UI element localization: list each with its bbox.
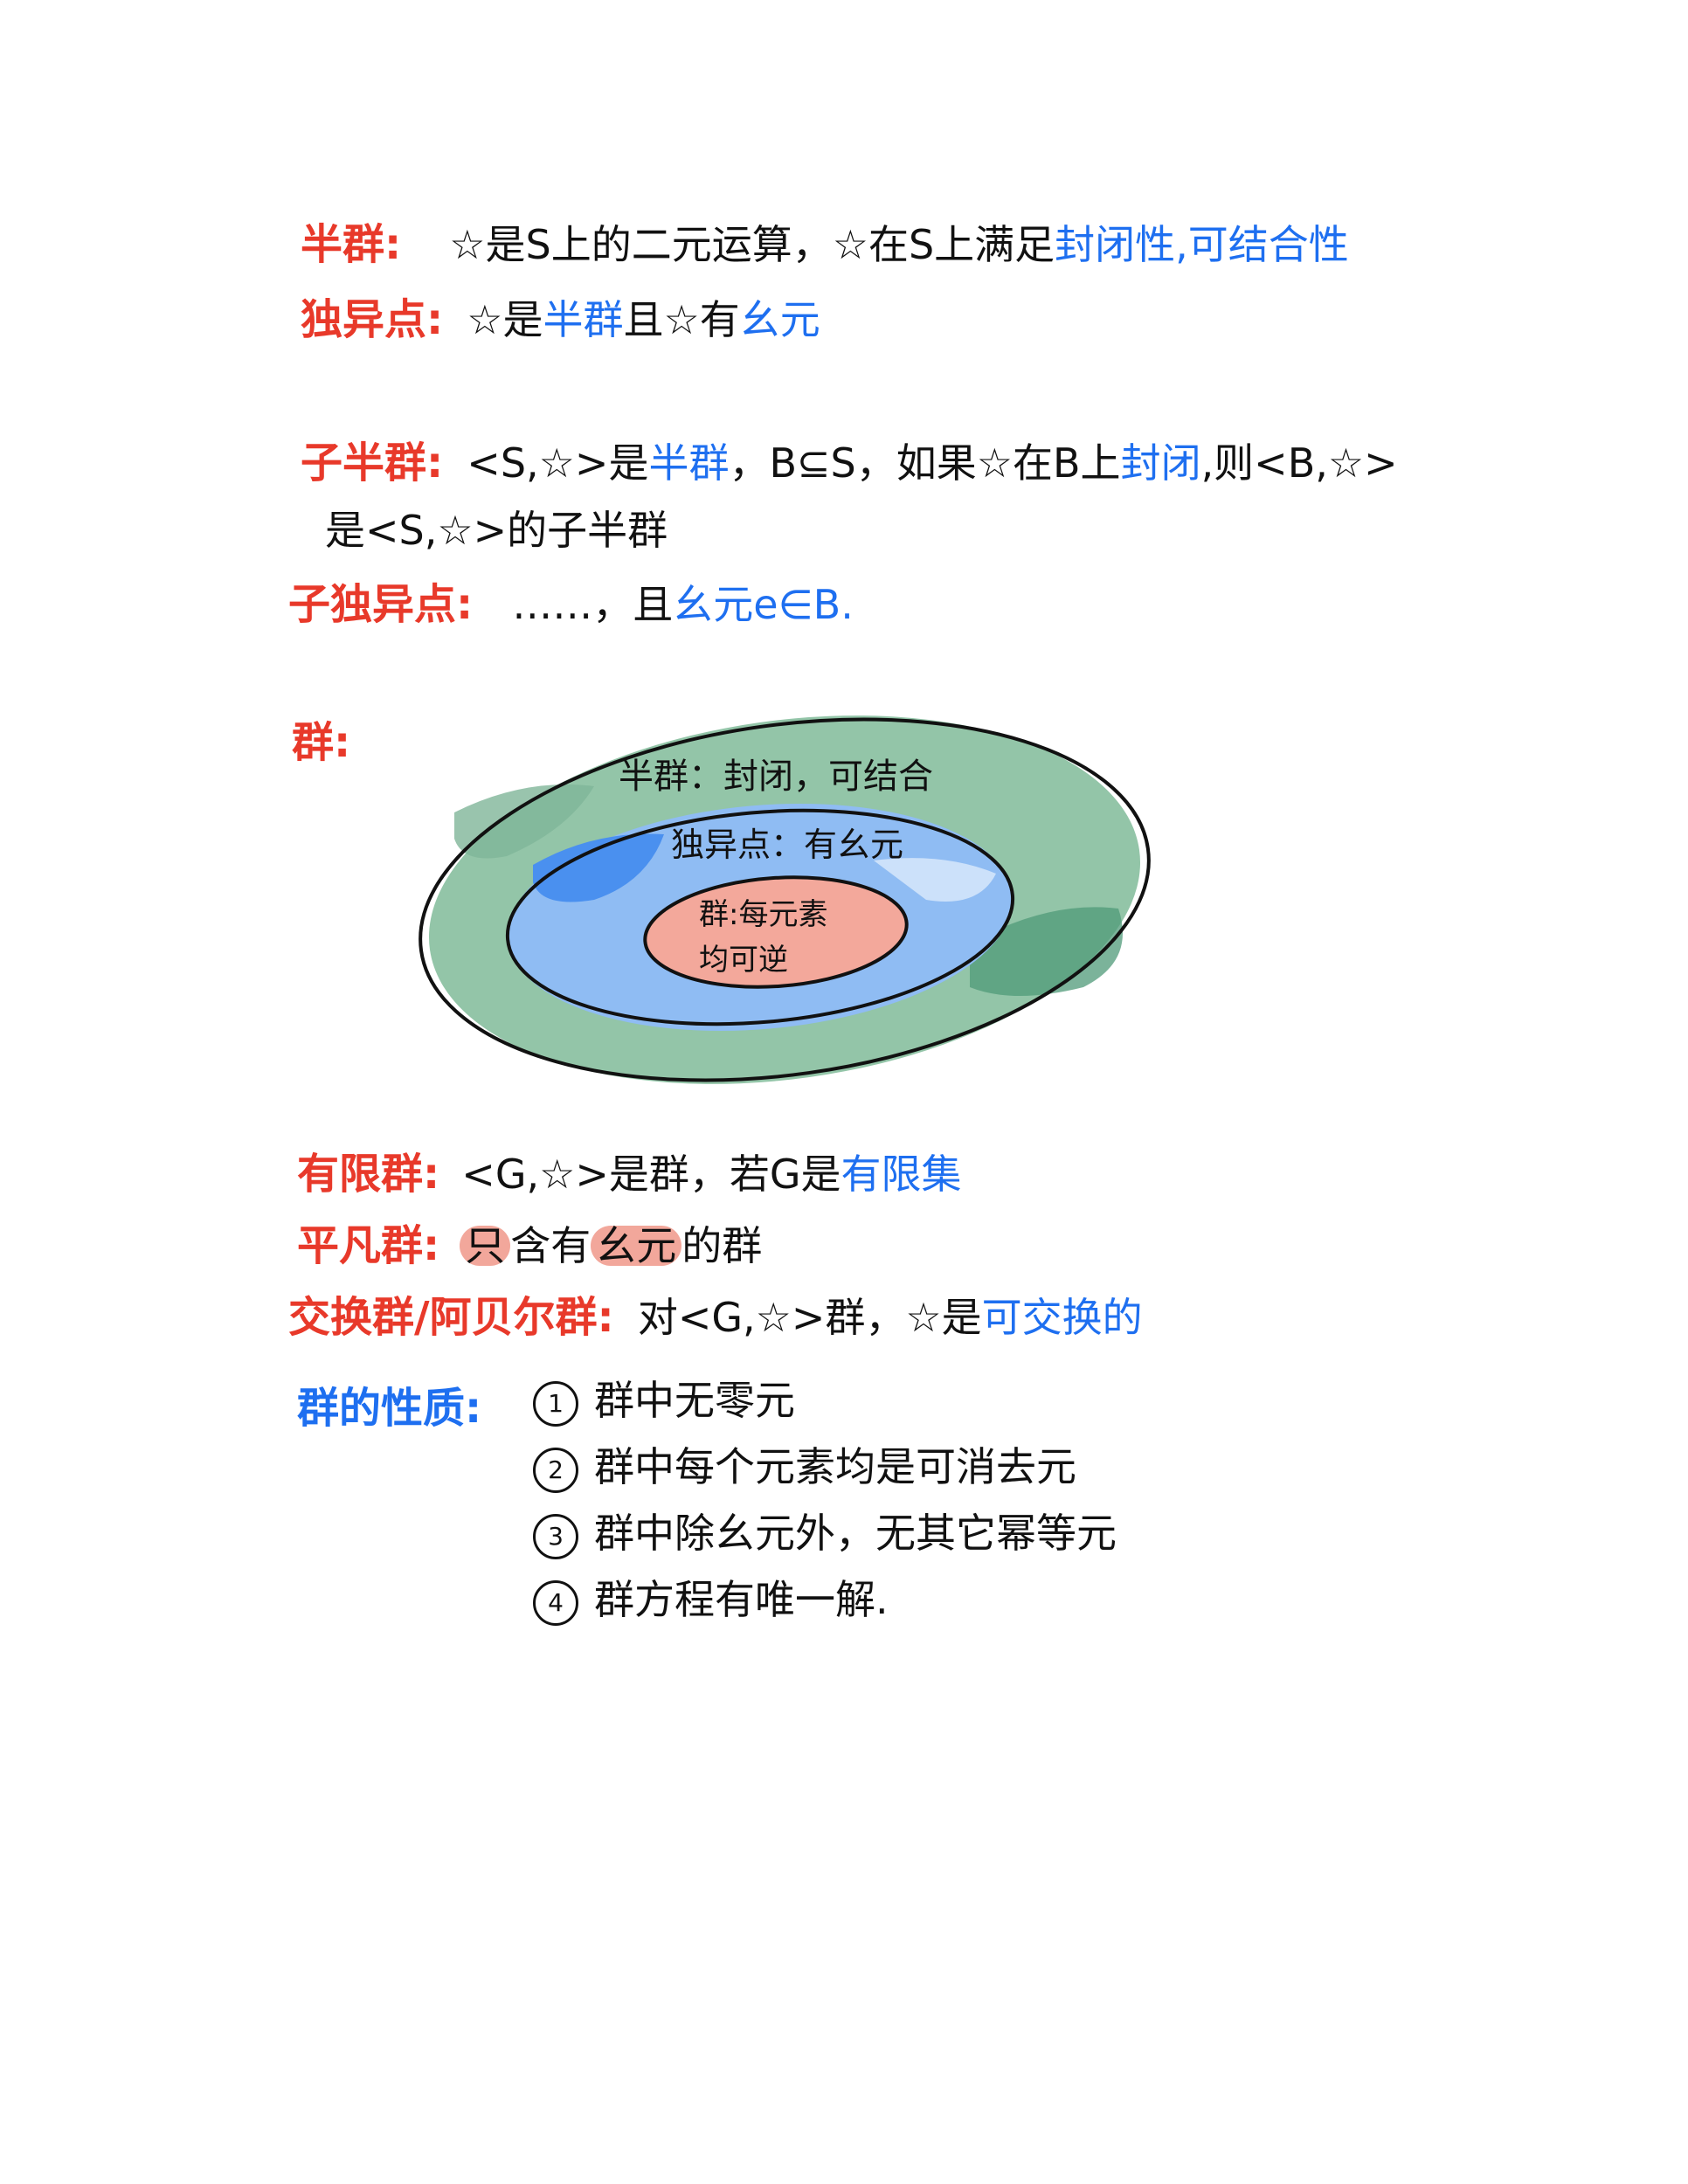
monoid-text-2: 且☆有 bbox=[623, 296, 740, 343]
group-region-label-1: 群:每元素 bbox=[699, 897, 827, 932]
group-region bbox=[645, 877, 907, 987]
trivial-group-term: 平凡群: bbox=[297, 1221, 440, 1270]
property-item: 1 群中无零元 bbox=[533, 1380, 795, 1427]
semigroup-def-text: ☆是S上的二元运算，☆在S上满足 bbox=[449, 221, 1055, 268]
property-number-1: 1 bbox=[533, 1380, 578, 1427]
finite-group-text-finite-set: 有限集 bbox=[841, 1151, 962, 1198]
property-text-1: 群中无零元 bbox=[594, 1377, 795, 1424]
property-number-2: 2 bbox=[533, 1447, 578, 1493]
monoid-term: 独异点: bbox=[301, 295, 444, 344]
monoid-region bbox=[507, 804, 1013, 1031]
monoid-shading-dark bbox=[533, 833, 664, 902]
monoid-shading-light bbox=[874, 858, 996, 902]
property-item: 4 群方程有唯一解. bbox=[533, 1579, 889, 1626]
group-outline bbox=[643, 875, 909, 989]
submonoid-text-1: ……，且 bbox=[512, 581, 674, 628]
submonoid-term: 子独异点: bbox=[288, 580, 474, 629]
trivial-group-text-identity: 幺元 bbox=[591, 1226, 682, 1266]
monoid-region-label: 独异点：有幺元 bbox=[671, 826, 903, 864]
subsemigroup-text-closed: 封闭 bbox=[1120, 439, 1201, 487]
trivial-group-text-only: 只 bbox=[460, 1226, 511, 1266]
monoid-definition: 独异点: ☆是半群且☆有幺元 bbox=[301, 299, 820, 341]
group-term: 群: bbox=[292, 718, 351, 767]
semigroup-region-label: 半群：封闭，可结合 bbox=[619, 757, 933, 797]
group-region-label-2: 均可逆 bbox=[699, 943, 788, 978]
submonoid-definition: 子独异点: ……，且幺元e∈B. bbox=[288, 584, 854, 625]
semigroup-region bbox=[428, 715, 1141, 1084]
submonoid-text-period: . bbox=[841, 581, 854, 628]
semigroup-def-highlight: 封闭性,可结合性 bbox=[1055, 221, 1349, 268]
property-text-3: 群中除幺元外，无其它幂等元 bbox=[594, 1510, 1117, 1557]
finite-group-term: 有限群: bbox=[297, 1150, 440, 1199]
finite-group-text: <G,☆>是群，若G是 bbox=[461, 1151, 841, 1198]
monoid-text-identity: 幺元 bbox=[739, 296, 820, 343]
subsemigroup-text-1: <S,☆>是 bbox=[467, 439, 649, 487]
monoid-text-semigroup: 半群 bbox=[543, 296, 624, 343]
property-number-3: 3 bbox=[533, 1513, 578, 1559]
property-text-4: 群方程有唯一解. bbox=[594, 1576, 889, 1623]
subsemigroup-text-3: ,则<B,☆> bbox=[1200, 439, 1398, 487]
property-number-4: 4 bbox=[533, 1579, 578, 1626]
finite-group-definition: 有限群: <G,☆>是群，若G是有限集 bbox=[297, 1153, 962, 1195]
submonoid-text-identity: 幺元e∈B bbox=[673, 581, 841, 628]
group-properties-term: 群的性质: bbox=[297, 1384, 482, 1433]
property-item: 3 群中除幺元外，无其它幂等元 bbox=[533, 1513, 1117, 1559]
abelian-group-text-commutative: 可交换的 bbox=[981, 1294, 1143, 1341]
subsemigroup-text-semigroup: 半群 bbox=[648, 439, 730, 487]
semigroup-definition: 半群: ☆是S上的二元运算，☆在S上满足封闭性,可结合性 bbox=[301, 224, 1349, 266]
semigroup-shading-dark bbox=[970, 907, 1123, 996]
monoid-outline bbox=[505, 808, 1015, 1026]
subsemigroup-definition-line2: 是<S,☆>的子半群 bbox=[325, 507, 668, 554]
subsemigroup-text-2: ，B⊆S，如果☆在B上 bbox=[729, 439, 1121, 487]
semigroup-shading-left bbox=[454, 784, 594, 859]
abelian-group-definition: 交换群/阿贝尔群: 对<G,☆>群，☆是可交换的 bbox=[288, 1296, 1143, 1338]
monoid-text-1: ☆是 bbox=[467, 296, 543, 343]
trivial-group-definition: 平凡群: 只含有幺元的群 bbox=[297, 1225, 762, 1267]
abelian-group-text: 对<G,☆>群，☆是 bbox=[637, 1294, 982, 1341]
trivial-group-text-contains: 含有 bbox=[510, 1222, 591, 1269]
semigroup-term: 半群: bbox=[301, 220, 402, 269]
semigroup-outline bbox=[419, 717, 1151, 1082]
trivial-group-text-end: 的群 bbox=[681, 1222, 763, 1269]
abelian-group-term: 交换群/阿贝尔群: bbox=[288, 1293, 614, 1342]
property-text-2: 群中每个元素均是可消去元 bbox=[594, 1443, 1076, 1490]
subsemigroup-definition: 子半群: <S,☆>是半群，B⊆S，如果☆在B上封闭,则<B,☆> bbox=[301, 442, 1398, 484]
subsemigroup-term: 子半群: bbox=[301, 439, 444, 487]
